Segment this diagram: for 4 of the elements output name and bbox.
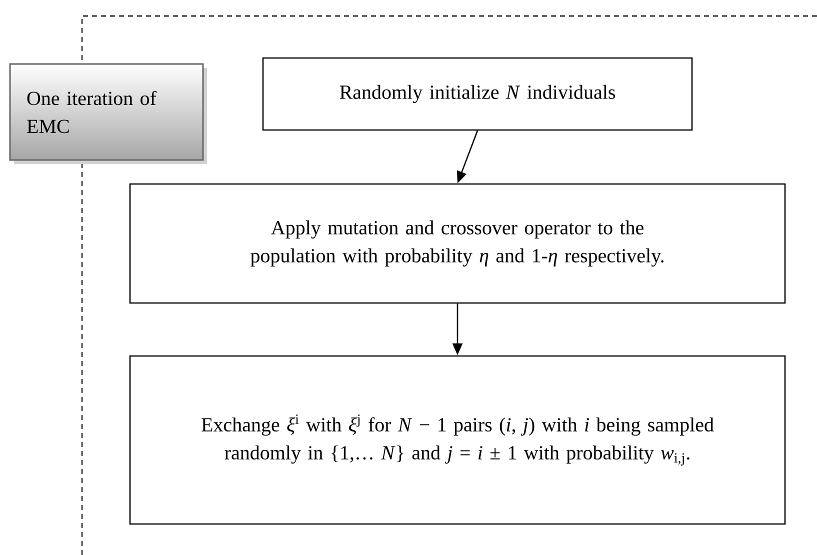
process-box: Apply mutation and crossover operator to the population with probability η and 1-η respectively. xyxy=(129,183,786,304)
label-box: One iteration of EMC xyxy=(9,63,204,161)
process-box: Exchange ξ$^{i}$ with ξ$^{j}$ for N − 1 pairs (i, j) with i being sampled randomly in {1,… N} and j = i ± 1 with probability w$_{i,j}$. xyxy=(129,355,786,525)
process-box: Randomly initialize N individuals xyxy=(262,57,693,131)
